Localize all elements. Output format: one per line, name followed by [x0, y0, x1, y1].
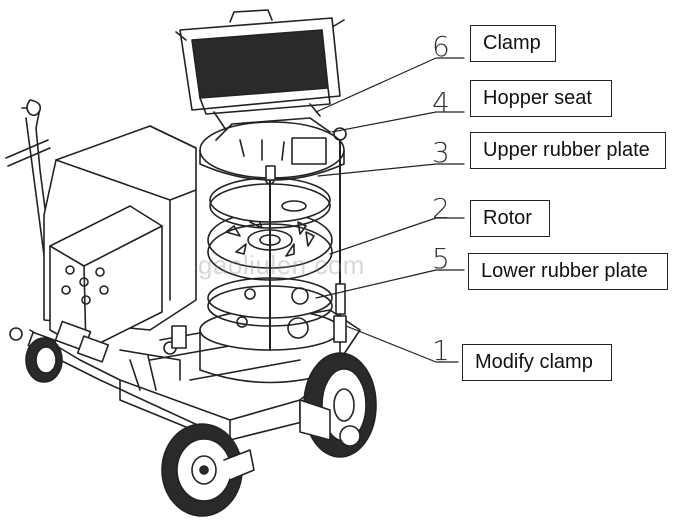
callout-number-1: 1 — [432, 334, 450, 367]
hopper-grid — [175, 9, 345, 131]
label-hopper-seat: Hopper seat — [470, 80, 612, 117]
label-lower-rubber-plate: Lower rubber plate — [468, 253, 668, 290]
label-clamp: Clamp — [470, 25, 556, 62]
label-modify-clamp: Modify clamp — [462, 344, 612, 381]
callout-number-6: 6 — [432, 30, 450, 63]
label-upper-rubber-plate: Upper rubber plate — [470, 132, 666, 169]
handle — [5, 99, 53, 263]
callout-number-3: 3 — [432, 136, 450, 169]
label-rotor: Rotor — [470, 200, 550, 237]
posts — [265, 139, 347, 351]
hopper-seat-drawing — [199, 117, 347, 181]
leader-lines — [315, 57, 465, 363]
watermark: gaoliulen.com — [198, 250, 365, 280]
right-wheel — [299, 352, 377, 458]
front-wheel — [161, 423, 255, 517]
back-wheel — [25, 337, 63, 383]
motor-housing — [43, 125, 197, 351]
callout-number-5: 5 — [432, 242, 450, 275]
callout-number-4: 4 — [432, 86, 450, 119]
callout-number-2: 2 — [432, 192, 450, 225]
